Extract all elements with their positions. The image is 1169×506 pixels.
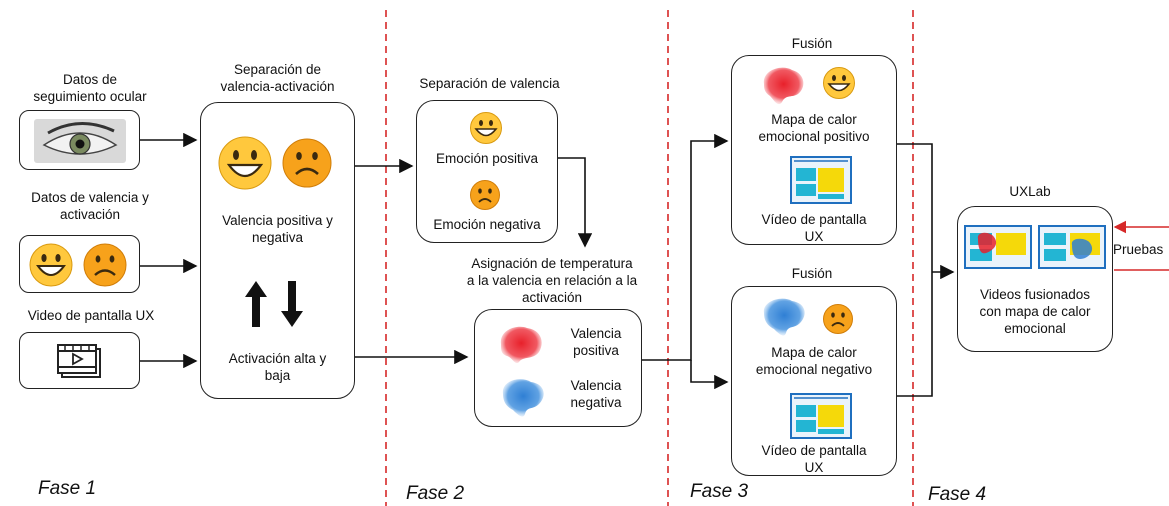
- sad-face-icon: [470, 180, 500, 210]
- arrow-temperature-to-fusion-bottom: [690, 360, 729, 390]
- sad-face-icon: [823, 304, 853, 334]
- arrow-up-icon: [245, 281, 267, 327]
- heat-blob-blue-icon: [763, 298, 805, 336]
- positive-emotion-text: Emoción positiva: [435, 151, 539, 166]
- uxlab-title: UXLab: [1009, 184, 1051, 199]
- temperature-box: Valencia positiva Valencia negativa: [474, 309, 642, 427]
- valence-separation-box: Emoción positiva Emoción negativa: [416, 100, 558, 243]
- eye-icon: [34, 119, 126, 163]
- arrow-fusion-to-uxlab: [897, 143, 933, 397]
- negative-valence-text: Valencia negativa: [570, 378, 622, 410]
- sad-face-icon: [83, 243, 127, 287]
- screen-thumbnail-icon: [790, 156, 852, 204]
- arrow-down-icon: [281, 281, 303, 327]
- valence-activation-title: Datos de valencia y activación: [31, 190, 149, 222]
- valence-activation-box: [19, 235, 140, 293]
- phase-1-label: Fase 1: [38, 478, 97, 499]
- fusion-bottom-title: Fusión: [791, 266, 833, 281]
- happy-face-icon: [823, 67, 855, 99]
- arrow-temperature-to-fusion: [642, 133, 729, 361]
- heat-blob-red-icon: [763, 67, 804, 105]
- video-input-title: Video de pantalla UX: [27, 308, 155, 323]
- separation-box: Valencia positiva y negativa Activación …: [200, 102, 355, 399]
- positive-heatmap-text: Mapa de calor emocional positivo: [758, 112, 870, 144]
- video-ux-top-text: Vídeo de pantalla UX: [761, 212, 867, 244]
- happy-face-icon: [29, 243, 73, 287]
- video-film-icon: [57, 344, 101, 378]
- eye-tracking-box: [19, 110, 140, 170]
- fusion-bottom-box: Mapa de calor emocional negativo Vídeo d…: [731, 286, 897, 476]
- negative-heatmap-text: Mapa de calor emocional negativo: [755, 345, 873, 377]
- valence-separation-title: Separación de valencia: [419, 76, 560, 91]
- uxlab-box: Videos fusionados con mapa de calor emoc…: [957, 206, 1113, 352]
- video-ux-bottom-text: Vídeo de pantalla UX: [761, 443, 867, 475]
- heat-blob-blue-icon: [502, 379, 544, 417]
- fused-videos-text: Videos fusionados con mapa de calor emoc…: [979, 287, 1091, 336]
- activation-high-low-text: Activación alta y baja: [228, 351, 327, 383]
- separation-title: Separación de valencia-activación: [220, 62, 335, 94]
- screen-thumbnail-icon: [1038, 225, 1106, 269]
- phase-4-label: Fase 4: [928, 484, 987, 505]
- screen-thumbnail-icon: [790, 393, 852, 439]
- negative-emotion-text: Emoción negativa: [433, 217, 541, 232]
- phase-2-label: Fase 2: [406, 483, 465, 504]
- phase-3-label: Fase 3: [690, 481, 749, 502]
- valence-positive-negative-text: Valencia positiva y negativa: [222, 213, 333, 245]
- arrow-valence-to-temperature: [558, 157, 593, 248]
- video-input-box: [19, 332, 140, 389]
- happy-face-icon: [218, 136, 272, 190]
- heat-blob-red-icon: [500, 326, 542, 364]
- fusion-top-box: Mapa de calor emocional positivo Vídeo d…: [731, 55, 897, 245]
- sad-face-icon: [282, 138, 332, 188]
- temperature-title: Asignación de temperatura a la valencia …: [466, 256, 638, 305]
- screen-thumbnail-icon: [964, 225, 1032, 269]
- positive-valence-text: Valencia positiva: [570, 326, 622, 358]
- tests-label: Pruebas: [1113, 242, 1164, 257]
- eye-tracking-title: Datos de seguimiento ocular: [33, 72, 147, 104]
- fusion-top-title: Fusión: [791, 36, 833, 51]
- happy-face-icon: [470, 112, 502, 144]
